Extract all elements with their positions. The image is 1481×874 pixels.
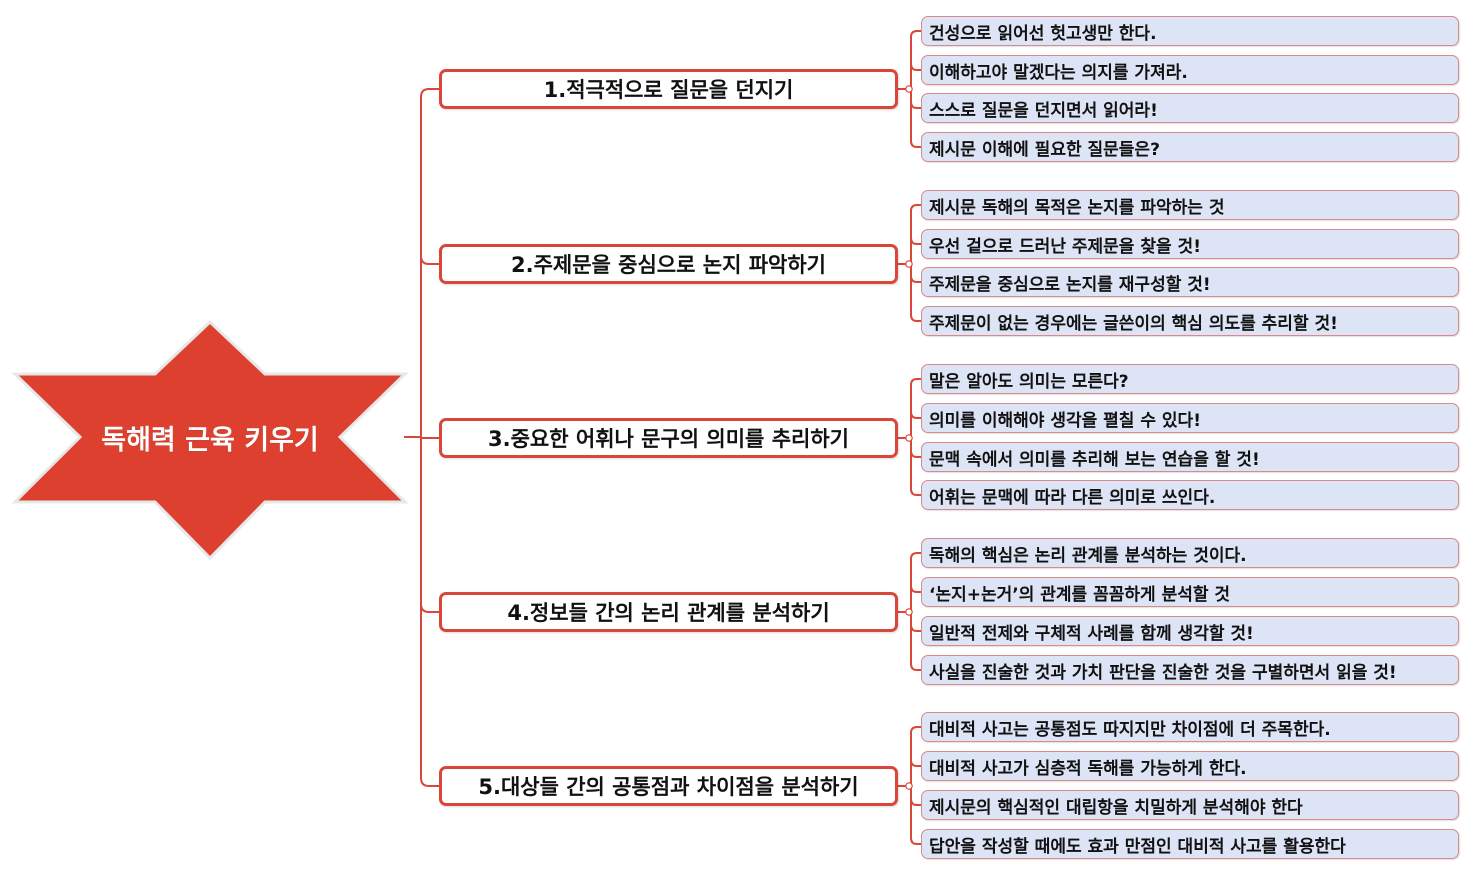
leaf-item[interactable]: 사실을 진술한 것과 가치 판단을 진술한 것을 구별하면서 읽을 것!	[921, 655, 1459, 685]
leaf-item[interactable]: 말은 알아도 의미는 모른다?	[921, 364, 1459, 394]
leaf-item[interactable]: 답안을 작성할 때에도 효과 만점인 대비적 사고를 활용한다	[921, 829, 1459, 859]
leaf-item[interactable]: 의미를 이해해야 생각을 펼칠 수 있다!	[921, 403, 1459, 433]
leaf-item[interactable]: 어휘는 문맥에 따라 다른 의미로 쓰인다.	[921, 480, 1459, 510]
leaf-item[interactable]: 이해하고야 말겠다는 의지를 가져라.	[921, 55, 1459, 85]
leaf-item[interactable]: 주제문을 중심으로 논지를 재구성할 것!	[921, 267, 1459, 297]
branch-2[interactable]: 2.주제문을 중심으로 논지 파악하기	[439, 244, 898, 284]
leaf-item[interactable]: 일반적 전제와 구체적 사례를 함께 생각할 것!	[921, 616, 1459, 646]
junction-dot	[905, 782, 913, 790]
junction-dot	[905, 434, 913, 442]
junction-dot	[905, 608, 913, 616]
branch-3[interactable]: 3.중요한 어휘나 문구의 의미를 추리하기	[439, 418, 898, 458]
leaf-item[interactable]: 문맥 속에서 의미를 추리해 보는 연습을 할 것!	[921, 442, 1459, 472]
branch-1[interactable]: 1.적극적으로 질문을 던지기	[439, 69, 898, 109]
leaf-item[interactable]: 건성으로 읽어선 헛고생만 한다.	[921, 16, 1459, 46]
junction-dot	[905, 85, 913, 93]
leaf-item[interactable]: 스스로 질문을 던지면서 읽어라!	[921, 93, 1459, 123]
leaf-item[interactable]: 우선 겉으로 드러난 주제문을 찾을 것!	[921, 229, 1459, 259]
central-topic[interactable]: 독해력 근육 키우기	[101, 424, 319, 456]
branch-5[interactable]: 5.대상들 간의 공통점과 차이점을 분석하기	[439, 766, 898, 806]
leaf-item[interactable]: 제시문의 핵심적인 대립항을 치밀하게 분석해야 한다	[921, 790, 1459, 820]
leaf-item[interactable]: 대비적 사고가 심층적 독해를 가능하게 한다.	[921, 751, 1459, 781]
branch-4[interactable]: 4.정보들 간의 논리 관계를 분석하기	[439, 592, 898, 632]
central-star-shape	[11, 319, 409, 561]
leaf-item[interactable]: 독해의 핵심은 논리 관계를 분석하는 것이다.	[921, 538, 1459, 568]
junction-dot	[905, 260, 913, 268]
leaf-item[interactable]: 대비적 사고는 공통점도 따지지만 차이점에 더 주목한다.	[921, 712, 1459, 742]
leaf-item[interactable]: 제시문 이해에 필요한 질문들은?	[921, 132, 1459, 162]
leaf-item[interactable]: 제시문 독해의 목적은 논지를 파악하는 것	[921, 190, 1459, 220]
leaf-item[interactable]: ‘논지+논거’의 관계를 꼼꼼하게 분석할 것	[921, 577, 1459, 607]
leaf-item[interactable]: 주제문이 없는 경우에는 글쓴이의 핵심 의도를 추리할 것!	[921, 306, 1459, 336]
